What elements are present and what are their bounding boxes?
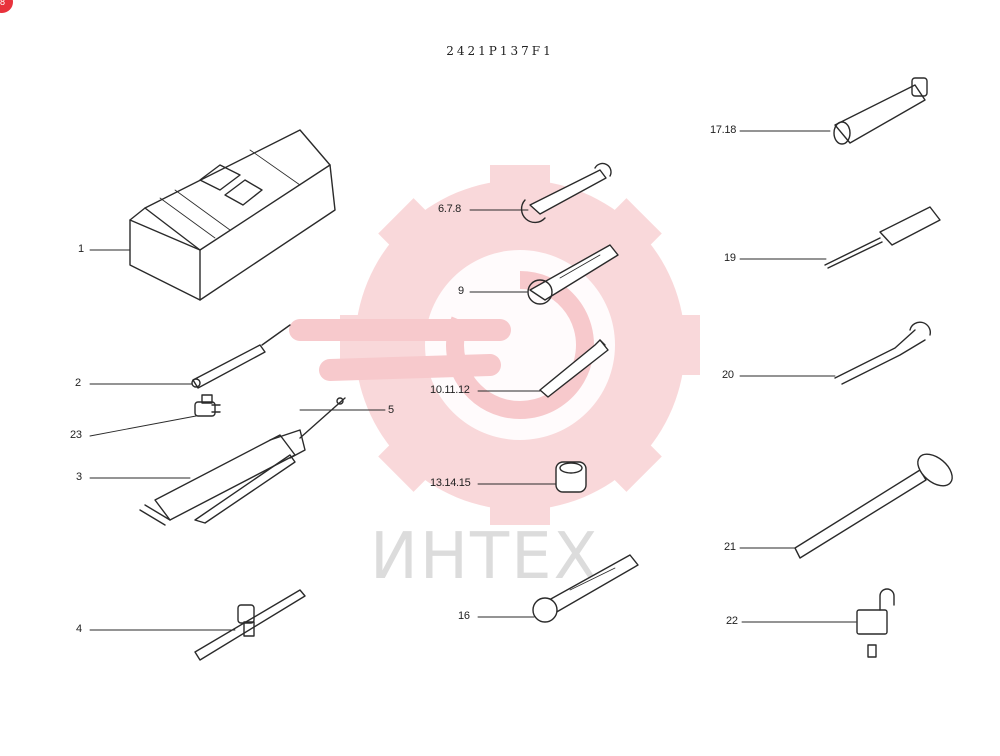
extension-bar-drawing: [833, 77, 928, 145]
grease-nipple-drawing: [194, 394, 221, 417]
t-handle-wrench-drawing: [194, 589, 306, 661]
part-label-17-18: 17.18: [710, 124, 737, 136]
part-label-20: 20: [722, 369, 734, 381]
socket-drawing: [555, 461, 587, 493]
part-label-23: 23: [70, 429, 82, 441]
hammer-drawing: [794, 453, 953, 559]
part-label-5: 5: [388, 404, 394, 416]
part-label-21: 21: [724, 541, 736, 553]
ratchet-drawing: [532, 554, 639, 623]
part-label-1: 1: [78, 243, 84, 255]
corner-badge: 8: [0, 0, 13, 13]
adjustable-wrench-drawing: [527, 244, 619, 305]
corner-badge-text: 8: [0, 0, 6, 7]
part-label-2: 2: [75, 377, 81, 389]
part-label-22: 22: [726, 615, 738, 627]
pliers-drawing: [834, 321, 932, 385]
part-label-4: 4: [76, 623, 82, 635]
open-end-wrench-drawing: [520, 162, 612, 224]
part-label-9: 9: [458, 285, 464, 297]
hex-key-drawing: [539, 339, 609, 398]
part-label-16: 16: [458, 610, 470, 622]
part-label-6-7-8: 6.7.8: [438, 203, 461, 215]
part-label-19: 19: [724, 252, 736, 264]
part-label-10-11-12: 10.11.12: [430, 384, 470, 396]
watermark-text: ИНТЕХ: [370, 520, 600, 594]
padlock-drawing: [856, 588, 895, 658]
screwdriver-small-drawing: [191, 324, 291, 389]
part-label-3: 3: [76, 471, 82, 483]
screwdriver-drawing: [824, 206, 941, 269]
document-code: 2421P137F1: [446, 44, 554, 58]
tool-box-drawing: [129, 129, 336, 301]
part-label-13-14-15: 13.14.15: [430, 477, 471, 489]
leader-lines: [89, 130, 857, 631]
grease-gun-drawing: [139, 397, 346, 526]
